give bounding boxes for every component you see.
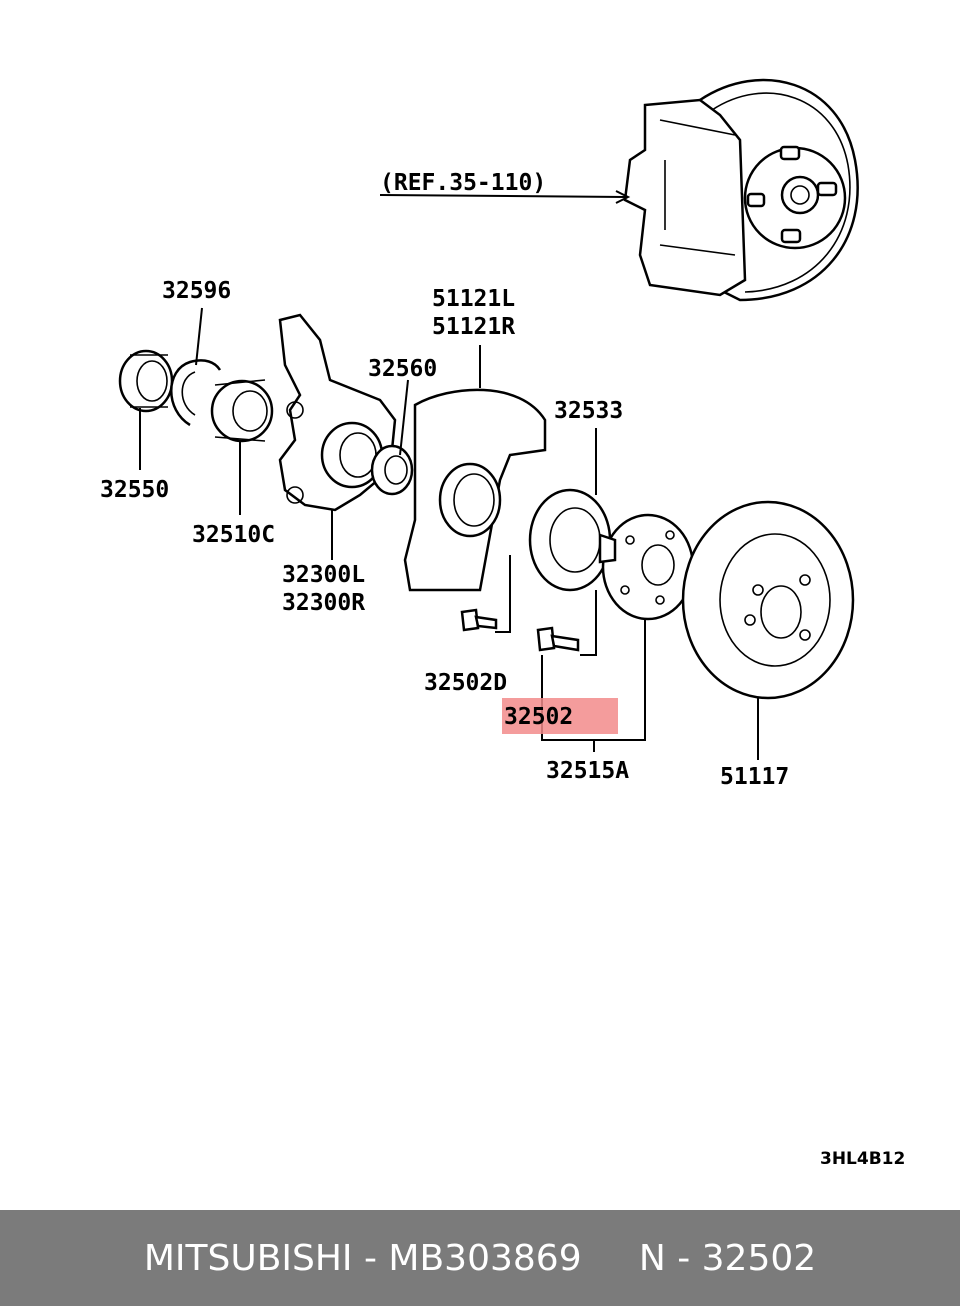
- part-label-51121R[interactable]: 51121R: [432, 314, 515, 340]
- part-label-32502D[interactable]: 32502D: [424, 670, 507, 696]
- part-label-32502-highlighted[interactable]: 32502: [504, 704, 573, 730]
- part-label-51121L[interactable]: 51121L: [432, 286, 515, 312]
- part-label-32510C[interactable]: 32510C: [192, 522, 275, 548]
- ref-label: (REF.35-110): [380, 170, 546, 196]
- footer-bar: MITSUBISHI - MB303869 N - 32502: [0, 1210, 960, 1306]
- dust-shield-illustration: [403, 388, 547, 592]
- part-label-32533[interactable]: 32533: [554, 398, 623, 424]
- caliper-assembly-illustration: [623, 78, 859, 302]
- wheel-bearing-illustration: [210, 379, 274, 443]
- bolt-illustrations: [460, 608, 580, 652]
- wheel-hub-illustration: [598, 513, 695, 621]
- part-label-32550[interactable]: 32550: [100, 477, 169, 503]
- parts-diagram: (REF.35-110) 32596 32550 32510C 32560 32…: [100, 78, 905, 1169]
- footer-part-number: MITSUBISHI - MB303869 N - 32502: [143, 1237, 817, 1279]
- part-label-51117[interactable]: 51117: [720, 764, 789, 790]
- exploded-view-drawing: (REF.35-110) 32596 32550 32510C 32560 32…: [100, 78, 905, 1169]
- leader-lines: [139, 190, 759, 760]
- brake-disc-illustration: [681, 500, 855, 700]
- figure-code: 3HL4B12: [820, 1149, 905, 1169]
- highlight-box: [502, 698, 618, 734]
- part-label-32300R[interactable]: 32300R: [282, 590, 365, 616]
- part-label-32300L[interactable]: 32300L: [282, 562, 365, 588]
- part-label-32515A[interactable]: 32515A: [546, 758, 629, 784]
- part-label-32596[interactable]: 32596: [162, 278, 231, 304]
- part-label-32560[interactable]: 32560: [368, 356, 437, 382]
- snap-ring-illustration: [170, 359, 222, 427]
- inner-seal-illustration: [370, 444, 414, 496]
- abs-rotor-ring-illustration: [528, 488, 612, 592]
- steering-knuckle-illustration: [278, 313, 397, 512]
- oil-seal-illustration: [118, 349, 174, 413]
